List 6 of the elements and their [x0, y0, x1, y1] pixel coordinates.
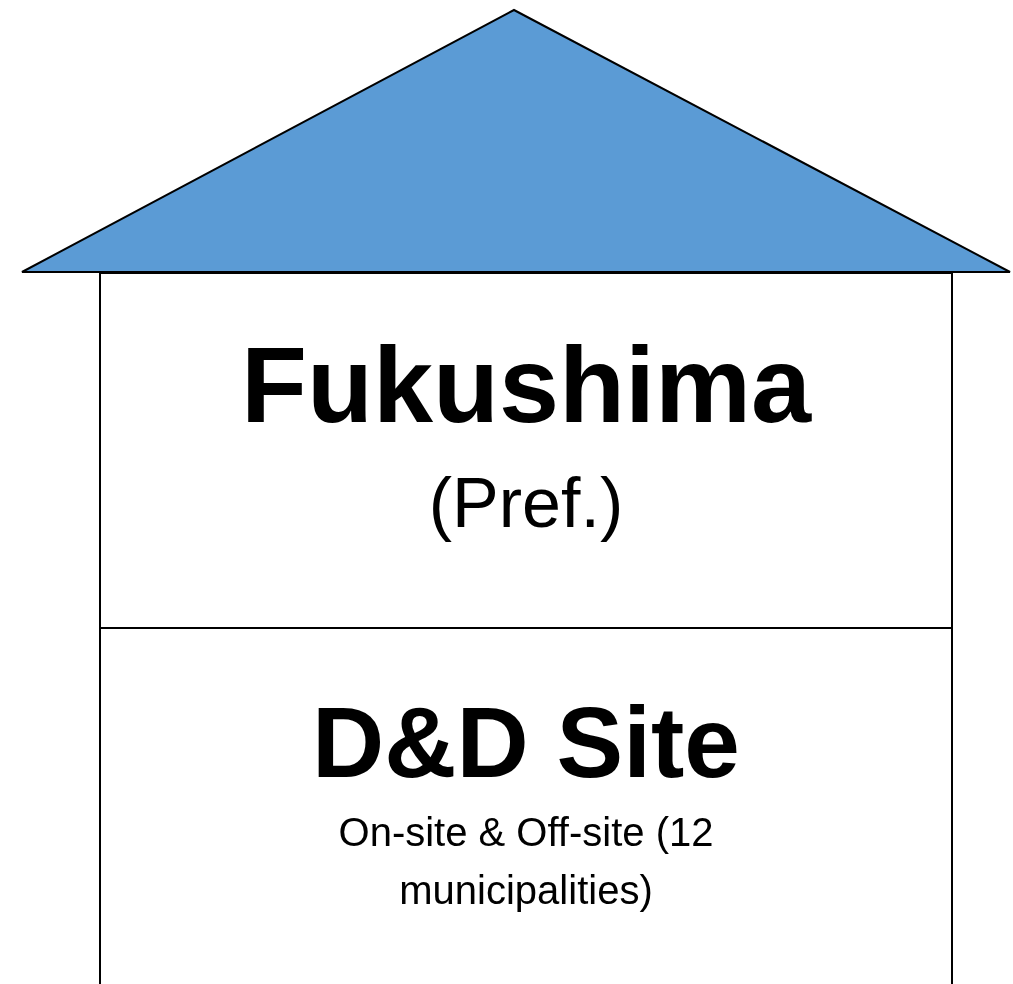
- wall-box: [99, 272, 953, 629]
- heading-text: D&D Site: [312, 687, 740, 797]
- body-text: (Pref.): [428, 462, 624, 544]
- wall-box: [99, 627, 953, 984]
- body-text: On-site & Off-site (12 municipalities): [337, 809, 715, 914]
- heading-text: Fukushima: [240, 326, 812, 445]
